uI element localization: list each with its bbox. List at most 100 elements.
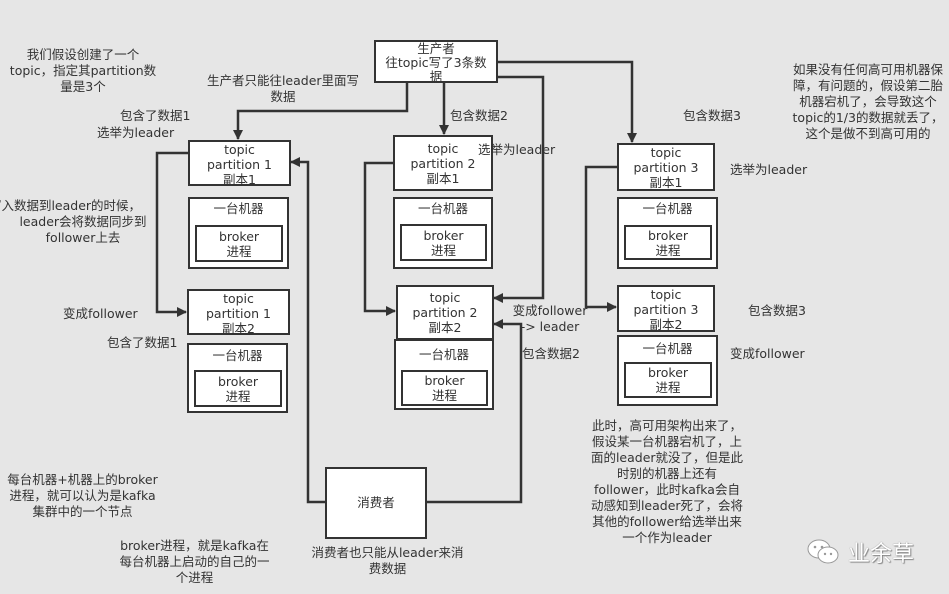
topic-label: topic: [223, 291, 254, 306]
partition1-replica1: topic partition 1 副本1: [188, 140, 291, 187]
machine-label: 一台机器: [642, 341, 693, 356]
broker-process-box: broker 进程: [195, 225, 283, 262]
note-line: 每台机器+机器上的broker: [7, 472, 158, 487]
note-elect-leader-2: 选举为leader: [478, 142, 556, 157]
arrow-producer-to-p1r1: [233, 82, 409, 140]
machine-5: 一台机器 broker 进程: [617, 197, 718, 269]
note-broker-definition: broker进程，就是kafka在 每台机器上启动的自己的一 个进程: [112, 538, 277, 586]
replica-label: 副本1: [649, 175, 683, 190]
broker-label: broker: [647, 228, 689, 243]
partition-label: partition 1: [206, 306, 271, 321]
note-line: 此时，高可用架构出来了，: [591, 418, 742, 433]
replica-label: 副本2: [649, 317, 683, 332]
note-contains-data3-bottom: 包含数据3: [748, 303, 806, 318]
note-line: 面的leader就没了，但是此: [590, 450, 744, 465]
process-label: 进程: [655, 380, 681, 395]
topic-label: topic: [224, 142, 255, 157]
broker-label: broker: [424, 373, 465, 388]
watermark-text: 业余草: [848, 542, 915, 567]
partition1-replica2: topic partition 1 副本2: [187, 289, 290, 336]
note-line: 每台机器上启动的自己的一: [119, 554, 270, 569]
process-label: 进程: [655, 243, 681, 258]
machine-4: 一台机器 broker 进程: [394, 339, 494, 410]
broker-label: broker: [647, 365, 689, 380]
replica-label: 副本1: [223, 172, 256, 187]
process-label: 进程: [226, 244, 252, 259]
note-line: broker进程，就是kafka在: [120, 538, 269, 553]
machine-1: 一台机器 broker 进程: [188, 197, 289, 269]
note-line: 这个是做不到高可用的: [805, 126, 931, 141]
note-assume-topic: 我们假设创建了一个 topic，指定其partition数 量是3个: [3, 47, 163, 95]
partition2-replica1: topic partition 2 副本1: [393, 135, 493, 191]
partition2-replica2: topic partition 2 副本2: [396, 285, 494, 340]
note-line: 生产者只能往leader里面写: [206, 73, 360, 88]
note-line: 如果没有任何高可用机器保: [792, 62, 943, 77]
note-contains-data1-bottom: 包含了数据1: [107, 335, 178, 350]
replica-label: 副本2: [222, 321, 255, 336]
note-line: follower上去: [45, 230, 121, 245]
broker-process-box: broker 进程: [624, 362, 712, 398]
arrow-consumer-to-p2r2: [426, 319, 523, 504]
machine-label: 一台机器: [213, 201, 264, 216]
note-line: 动感知到leader死了，会将: [590, 498, 744, 513]
broker-label: broker: [217, 374, 259, 389]
note-contains-data2-top: 包含数据2: [450, 108, 508, 123]
partition-label: partition 2: [410, 156, 476, 171]
broker-process-box: broker 进程: [400, 224, 487, 261]
consumer-label: 消费者: [357, 495, 395, 510]
arrow-producer-to-p3r1: [497, 60, 637, 143]
producer-label: 往topic写了3条数: [385, 55, 487, 70]
note-line: 假设某一台机器宕机了，上: [591, 434, 742, 449]
note-line: topic，指定其partition数: [9, 63, 157, 78]
note-elect-leader-1: 选举为leader: [97, 125, 175, 140]
process-label: 进程: [431, 388, 457, 403]
note-line: leader会将数据同步到: [19, 214, 147, 229]
process-label: 进程: [225, 389, 251, 404]
note-line: 一个作为leader: [622, 530, 712, 545]
note-line: 写入数据到leader的时候，: [0, 198, 142, 213]
topic-label: topic: [650, 145, 682, 160]
machine-2: 一台机器 broker 进程: [187, 343, 288, 413]
note-line: 消费者也只能从leader来消: [311, 545, 464, 560]
machine-6: 一台机器 broker 进程: [617, 335, 718, 406]
note-line: follower，此时kafka会自: [594, 482, 740, 497]
note-contains-data1-top: 包含了数据1: [120, 108, 191, 123]
note-line: 我们假设创建了一个: [26, 47, 140, 62]
note-contains-data2-bottom: 包含数据2: [522, 346, 580, 361]
note-line: 机器宕机了，会导致这个: [799, 94, 937, 109]
wechat-icon: [807, 539, 839, 564]
machine-label: 一台机器: [417, 201, 468, 216]
note-line: 个进程: [175, 570, 214, 585]
broker-process-box: broker 进程: [624, 225, 712, 260]
broker-label: broker: [423, 228, 464, 243]
note-elect-leader-3: 选举为leader: [730, 162, 808, 177]
machine-3: 一台机器 broker 进程: [393, 197, 493, 269]
partition-label: partition 2: [412, 305, 478, 320]
note-line: 费数据: [368, 561, 407, 576]
note-contains-data3-top: 包含数据3: [683, 108, 741, 123]
topic-label: topic: [429, 290, 461, 305]
note-become-follower-1: 变成follower: [63, 306, 138, 321]
arrow-p3r1-to-p3r2: [584, 165, 617, 312]
note-ha-explain: 此时，高可用架构出来了， 假设某一台机器宕机了，上 面的leader就没了，但是…: [582, 418, 752, 546]
note-follower-to-leader: 变成follower -> leader: [510, 303, 590, 335]
partition-label: partition 3: [633, 160, 699, 175]
note-line: 时别的机器上还有: [616, 466, 717, 481]
producer-label: 据: [429, 69, 443, 84]
note-consumer-only-leader: 消费者也只能从leader来消 费数据: [305, 545, 470, 577]
arrow-p1r1-to-p1r2: [155, 151, 188, 317]
machine-label: 一台机器: [642, 201, 693, 216]
note-line: 障，有问题的，假设第二胎: [792, 78, 943, 93]
partition3-replica2: topic partition 3 副本2: [617, 285, 715, 332]
producer-box: 生产者 往topic写了3条数 据: [374, 40, 498, 84]
arrow-p2r1-to-p2r2: [363, 161, 396, 316]
machine-label: 一台机器: [212, 348, 263, 363]
note-line: -> leader: [520, 319, 580, 334]
note-node-definition: 每台机器+机器上的broker 进程，就可以认为是kafka 集群中的一个节点: [0, 472, 165, 520]
broker-process-box: broker 进程: [194, 370, 282, 407]
note-line: 变成follower: [512, 303, 588, 318]
replica-label: 副本2: [428, 320, 462, 335]
note-line: 数据: [270, 89, 296, 104]
note-become-follower-3: 变成follower: [730, 346, 805, 361]
